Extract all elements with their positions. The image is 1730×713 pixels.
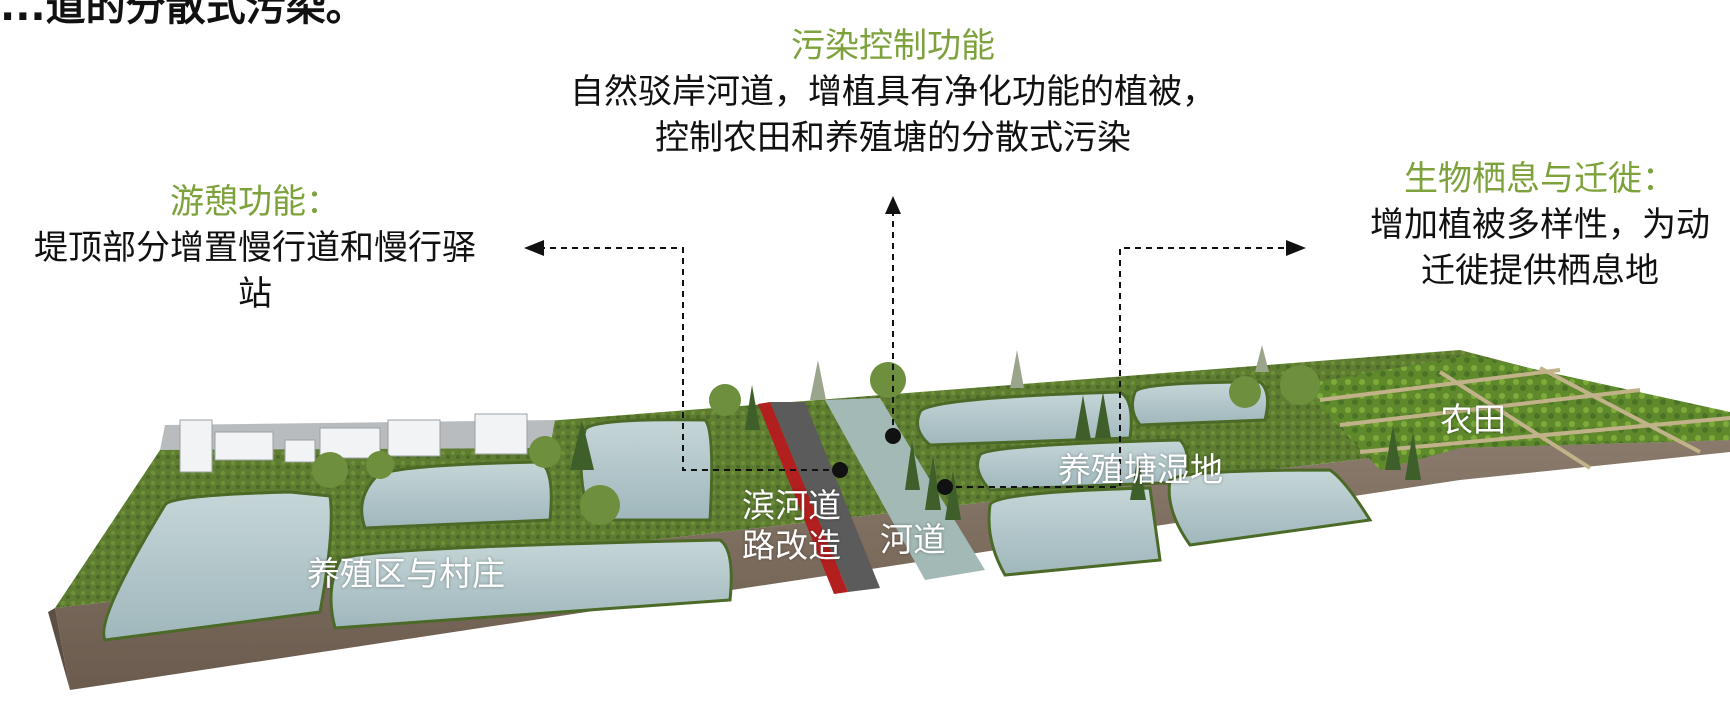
callout-connectors [540, 212, 1290, 488]
callout-leisure: 游憩功能： 堤顶部分增置慢行道和慢行驿 站 [0, 180, 510, 318]
connector-arrowheads [524, 196, 1306, 256]
callout-pollution-line1: 自然驳岸河道，增植具有净化功能的植被， [570, 71, 1216, 112]
callout-habitat: 生物栖息与迁徙： 增加植被多样性，为动 迁徙提供栖息地 [1350, 157, 1730, 295]
riverside-road [770, 402, 880, 592]
label-river: 河道 [880, 520, 946, 559]
callout-habitat-heading: 生物栖息与迁徙： [1404, 159, 1676, 199]
callout-leisure-heading: 游憩功能： [170, 182, 340, 222]
farmland-paths [1319, 366, 1730, 470]
block-front-soil [55, 440, 1730, 690]
callout-leisure-line1: 堤顶部分增置慢行道和慢行驿 [34, 227, 476, 268]
farmland [1300, 355, 1730, 470]
block-left-soil [48, 608, 70, 690]
label-farmland: 农田 [1440, 400, 1506, 439]
label-riverside-road-line1: 滨河道 [742, 486, 841, 525]
callout-habitat-line2: 迁徙提供栖息地 [1421, 250, 1659, 291]
trees [312, 345, 1421, 525]
label-village: 养殖区与村庄 [307, 554, 505, 593]
village-buildings [179, 413, 528, 473]
river-channel [825, 398, 985, 580]
label-pond-wetland: 养殖塘湿地 [1058, 450, 1223, 489]
page-title-fragment: ...道的分散式污染。 [0, 0, 366, 30]
callout-pollution-heading: 污染控制功能 [791, 26, 995, 66]
riverside-road-bikelane [758, 402, 848, 594]
label-riverside-road: 滨河道 路改造 [742, 486, 841, 565]
callout-pollution-line2: 控制农田和养殖塘的分散式污染 [655, 117, 1131, 158]
callout-leisure-line2: 站 [238, 273, 272, 314]
callout-habitat-line1: 增加植被多样性，为动 [1370, 204, 1710, 245]
connector-dots [832, 428, 953, 495]
label-riverside-road-line2: 路改造 [742, 525, 841, 565]
callout-pollution: 污染控制功能 自然驳岸河道，增植具有净化功能的植被， 控制农田和养殖塘的分散式污… [533, 24, 1253, 162]
